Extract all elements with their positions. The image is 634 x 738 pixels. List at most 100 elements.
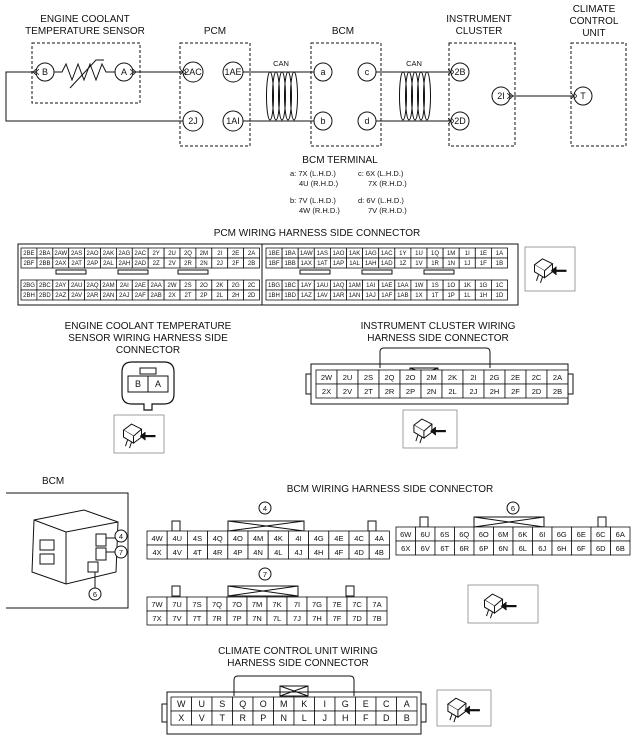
bcm-conn-7-number: 7 <box>263 570 267 579</box>
bcm-conn-6-pin-label: 6G <box>557 530 567 539</box>
bcm-callout-4: 4 <box>119 532 123 541</box>
ccu-conn-pin-label: N <box>281 713 288 723</box>
ccu-conn-pin-label: C <box>383 699 390 709</box>
pcm-left-bottom-pin-label: 2H <box>232 293 240 299</box>
ccu-conn-pin-label: F <box>363 713 369 723</box>
ect-connector-housing <box>121 361 175 411</box>
bcm-pin-d: d <box>364 116 369 126</box>
ccu-conn-pin-label: T <box>220 713 226 723</box>
pcm-box <box>179 42 251 147</box>
pcm-left-top-pin-label: 2A <box>248 251 255 257</box>
ccu-conn-cell <box>396 710 418 726</box>
bcm-conn-4-pin-label: 4A <box>375 534 384 543</box>
ic-pin-2i: 2I <box>497 91 505 101</box>
bcm-conn-4-pin-label: 4T <box>193 548 202 557</box>
pcm-left-bottom-pin-label: 2AF <box>135 293 146 299</box>
ect-pin-a-label: A <box>121 67 127 77</box>
schematic: ENGINE COOLANT TEMPERATURE SENSOR PCM BC… <box>5 4 627 147</box>
pcm-left-bottom-pin-label: 2L <box>216 293 223 299</box>
pcm-left-bottom-pin-label: 2W <box>168 283 177 289</box>
pcm-right-bottom-pin-label: 1K <box>464 283 471 289</box>
ect-connector-title-2: SENSOR WIRING HARNESS SIDE <box>68 333 228 344</box>
pcm-left-bottom-pin-label: 2BC <box>39 283 51 289</box>
pcm-left-bottom-pin-label: 2S <box>184 283 191 289</box>
ic-conn-pin-label: 2V <box>343 387 352 396</box>
pcm-right-top-pin-label: 1E <box>480 251 487 257</box>
ccu-conn-pin-label: W <box>177 699 186 709</box>
bcm-conn-6-pin-label: 6J <box>538 544 546 553</box>
bcm-conn-6-pin-label: 6D <box>596 544 606 553</box>
pcm-right-bottom-pin-label: 1BC <box>284 283 296 289</box>
bcm-conn-6-pin-label: 6B <box>616 544 625 553</box>
ic-conn-pin-label: 2R <box>385 387 395 396</box>
ic-conn-pin-label: 2A <box>553 373 562 382</box>
bcm-conn-7-pin-label: 7H <box>312 614 322 623</box>
bcm-view-title: BCM <box>42 476 64 487</box>
ccu-conn-pin-label: B <box>404 713 410 723</box>
bcm-conn-7-pin-label: 7D <box>352 614 362 623</box>
bcm-conn-4-pin-label: 4B <box>375 548 384 557</box>
bcm-conn-7-pin-label: 7V <box>172 614 181 623</box>
bcm-conn-7-pin-label: 7E <box>332 600 341 609</box>
pcm-pin-2j: 2J <box>188 116 198 126</box>
pcm-right-top-pin-label: 1I <box>465 251 470 257</box>
bcm-conn-6-pin-label: 6I <box>539 530 545 539</box>
bcm-pin-b: b <box>320 116 325 126</box>
pcm-right-top-pin-label: 1AX <box>301 261 312 267</box>
pcm-right-bottom-pin-label: 1AY <box>301 283 312 289</box>
bcm-conn-4-pin-label: 4L <box>274 548 282 557</box>
ic-conn-pin-label: 2U <box>343 373 353 382</box>
ccu-conn-pin-label: X <box>178 713 184 723</box>
pcm-left-top-pin-label: 2BB <box>39 261 50 267</box>
ccu-conn-pin-label: G <box>342 699 349 709</box>
pcm-left-bottom-pin-label: 2AR <box>87 293 99 299</box>
pcm-left-bottom-cell <box>243 289 260 301</box>
ic-conn-pin-label: 2M <box>426 373 436 382</box>
bcm-conn-7-pin-label: 7T <box>193 614 202 623</box>
pcm-left-bottom-pin-label: 2O <box>200 283 208 289</box>
bcm-conn-7-pin-label: 7R <box>212 614 222 623</box>
pcm-right-top-pin-label: 1AS <box>317 251 328 257</box>
pcm-left-bottom-pin-label: 2K <box>216 283 223 289</box>
pcm-right-bottom-pin-label: 1AF <box>381 293 392 299</box>
pcm-right-top-cell <box>490 257 508 269</box>
ect-title-2: TEMPERATURE SENSOR <box>25 26 145 37</box>
ccu-pin-t-label: T <box>580 91 586 101</box>
bcm-conn-7-pin-label: 7Q <box>212 600 222 609</box>
bcm-conn-4-pin-label: 4I <box>295 534 301 543</box>
bcm-conn-7-pin-label: 7M <box>252 600 262 609</box>
bcm-conn-6-cell <box>610 540 631 556</box>
bcm-conn-7-pin-label: 7W <box>151 600 163 609</box>
bcm-pin-c: c <box>365 67 370 77</box>
bcm-conn-6-pin-label: 6W <box>400 530 412 539</box>
bcm-conn-6-pin-label: 6E <box>577 530 586 539</box>
ccu-conn-pin-label: S <box>219 699 225 709</box>
ccu-conn-pin-label: P <box>260 713 266 723</box>
ect-connector-title-3: CONNECTOR <box>116 345 180 356</box>
pcm-left-top-pin-label: 2V <box>168 261 175 267</box>
pcm-right-bottom-pin-label: 1L <box>464 293 471 299</box>
bcm-conn-4-pin-label: 4F <box>335 548 344 557</box>
ect-title-1: ENGINE COOLANT <box>40 14 129 25</box>
pcm-left-top-pin-label: 2BF <box>23 261 34 267</box>
pcm-right-top-pin-label: 1AT <box>317 261 328 267</box>
pcm-right-bottom-pin-label: 1AA <box>397 283 408 289</box>
bcm-pin-a: a <box>320 67 325 77</box>
bcm-box <box>310 42 382 147</box>
ic-conn-pin-label: 2N <box>427 387 437 396</box>
pcm-right-bottom-pin-label: 1AQ <box>332 283 344 289</box>
bcm-term-d-1: d: 6V (L.H.D.) <box>358 196 404 205</box>
ic-conn-pin-label: 2H <box>490 387 500 396</box>
pcm-left-top-pin-label: 2U <box>168 251 176 257</box>
pcm-left-top-pin-label: 2J <box>217 261 223 267</box>
bcm-conn-6-pin-label: 6V <box>421 544 430 553</box>
pcm-left-bottom-pin-label: 2BG <box>23 283 35 289</box>
ic-conn-pin-label: 2S <box>364 373 373 382</box>
bcm-conn-6-pin-label: 6M <box>498 530 508 539</box>
twisted-pair-2 <box>399 71 431 121</box>
bcm-pins: a c b d <box>313 62 377 131</box>
pcm-right-bottom-pin-label: 1BG <box>268 283 280 289</box>
pcm-left-top-pin-label: 2AK <box>103 251 114 257</box>
